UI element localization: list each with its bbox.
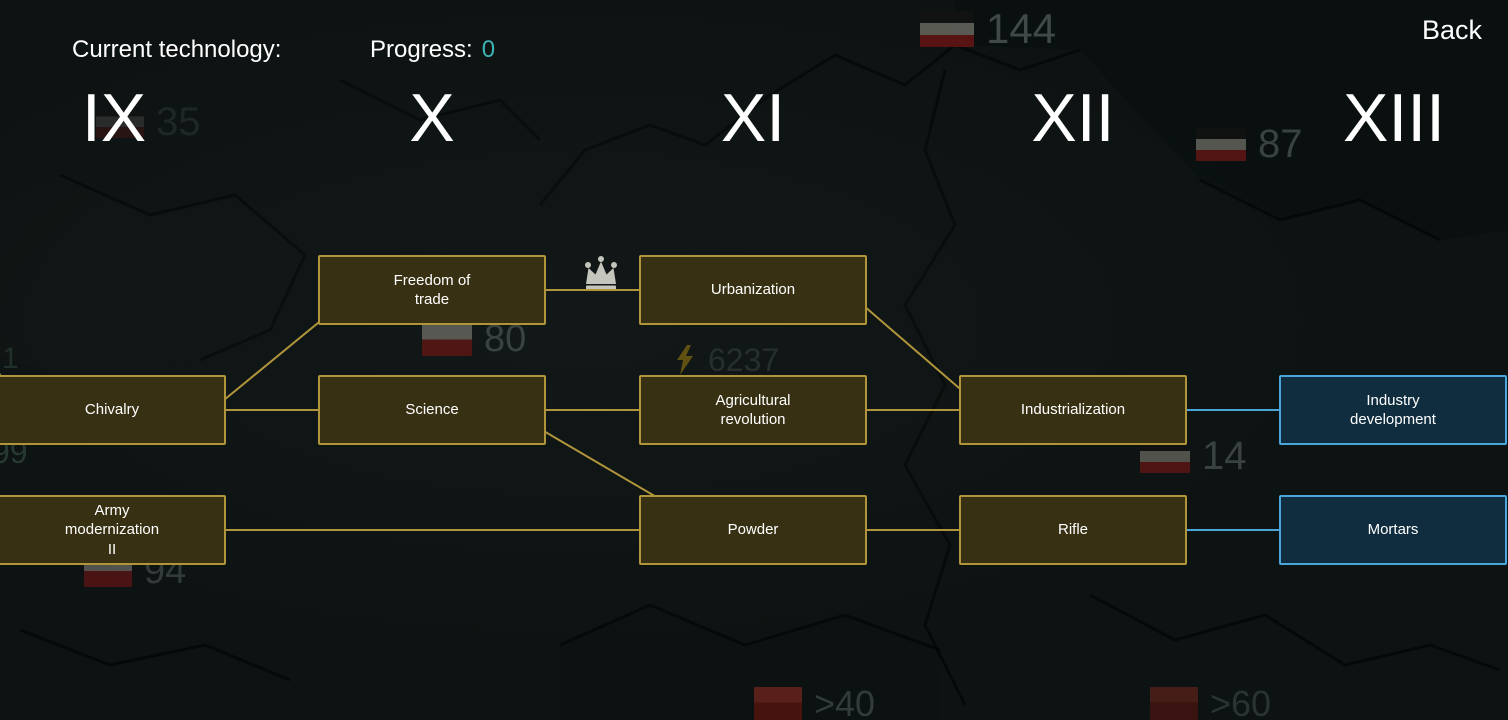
lightning-icon <box>677 345 693 375</box>
tech-node-label: Science <box>405 401 459 419</box>
map-army-count: >60 <box>1210 683 1272 720</box>
map-label: >40 <box>754 686 875 720</box>
map-label: 87 <box>1196 124 1303 164</box>
era-numeral-xii: XII <box>1031 80 1115 156</box>
tech-node-science[interactable]: Science <box>318 375 546 445</box>
flag-white-red-icon <box>422 322 472 356</box>
tech-node-label: Industrialization <box>1020 401 1126 419</box>
tech-node-label: Industry development <box>1350 391 1436 429</box>
era-numeral-xiii: XIII <box>1342 80 1446 156</box>
tech-node-industrialization[interactable]: Industrialization <box>959 375 1187 445</box>
tech-node-mortars[interactable]: Mortars <box>1279 495 1507 565</box>
map-army-count: 14 <box>1202 434 1247 478</box>
map-region <box>560 605 940 720</box>
progress-value: 0 <box>481 36 496 63</box>
flag-black-white-red-icon <box>920 11 974 47</box>
tech-node-urbanization[interactable]: Urbanization <box>639 255 867 325</box>
map-army-count: 87 <box>1258 122 1303 166</box>
map-label: >60 <box>1150 686 1271 720</box>
tech-node-army-modernization-ii[interactable]: Army modernization II <box>0 495 226 565</box>
map-label: 6237 <box>674 344 779 376</box>
tech-node-chivalry[interactable]: Chivalry <box>0 375 226 445</box>
map-label: 35 <box>96 102 201 142</box>
tech-node-label: Urbanization <box>710 281 796 299</box>
map-army-count: 80 <box>484 318 527 360</box>
flag-red-icon <box>1150 687 1198 720</box>
back-button[interactable]: Back <box>1421 15 1482 45</box>
map-label: 1 <box>2 344 19 374</box>
map-borders <box>19 43 1501 706</box>
flag-black-white-red-icon <box>1196 127 1246 161</box>
map-label: 80 <box>422 320 526 358</box>
tech-node-label: Army modernization II <box>64 501 160 558</box>
tech-node-label: Freedom of trade <box>393 271 471 309</box>
map-army-count: 35 <box>156 100 201 144</box>
map-movement-points: 6237 <box>708 342 780 378</box>
progress-label: Progress: <box>370 36 473 63</box>
tech-node-powder[interactable]: Powder <box>639 495 867 565</box>
map-army-count: 1 <box>2 342 19 375</box>
era-numeral-ix: IX <box>81 80 147 156</box>
era-numeral-xi: XI <box>720 80 786 156</box>
tech-node-label: Mortars <box>1367 521 1419 539</box>
progress: Progress: 0 <box>370 36 495 64</box>
tech-node-label: Powder <box>727 521 779 539</box>
map-region <box>955 0 1508 240</box>
map-region <box>0 175 305 380</box>
tech-node-label: Chivalry <box>84 401 140 419</box>
map-label: 144 <box>920 8 1056 50</box>
tech-node-agricultural-revolution[interactable]: Agricultural revolution <box>639 375 867 445</box>
tech-node-freedom-of-trade[interactable]: Freedom of trade <box>318 255 546 325</box>
flag-red-icon <box>754 687 802 720</box>
tech-node-industry-development[interactable]: Industry development <box>1279 375 1507 445</box>
map-label: 14 <box>1140 436 1247 476</box>
flag-black-white-red-icon <box>1140 439 1190 473</box>
map-army-count: >40 <box>814 683 876 720</box>
current-technology-label: Current technology: <box>72 36 282 63</box>
tech-node-rifle[interactable]: Rifle <box>959 495 1187 565</box>
tech-node-label: Rifle <box>1057 521 1088 539</box>
tech-node-label: Agricultural revolution <box>715 391 791 429</box>
crown-icon <box>585 256 617 290</box>
flag-black-white-red-icon <box>96 106 144 138</box>
era-numeral-x: X <box>409 80 455 156</box>
map-army-count: 144 <box>986 5 1057 52</box>
